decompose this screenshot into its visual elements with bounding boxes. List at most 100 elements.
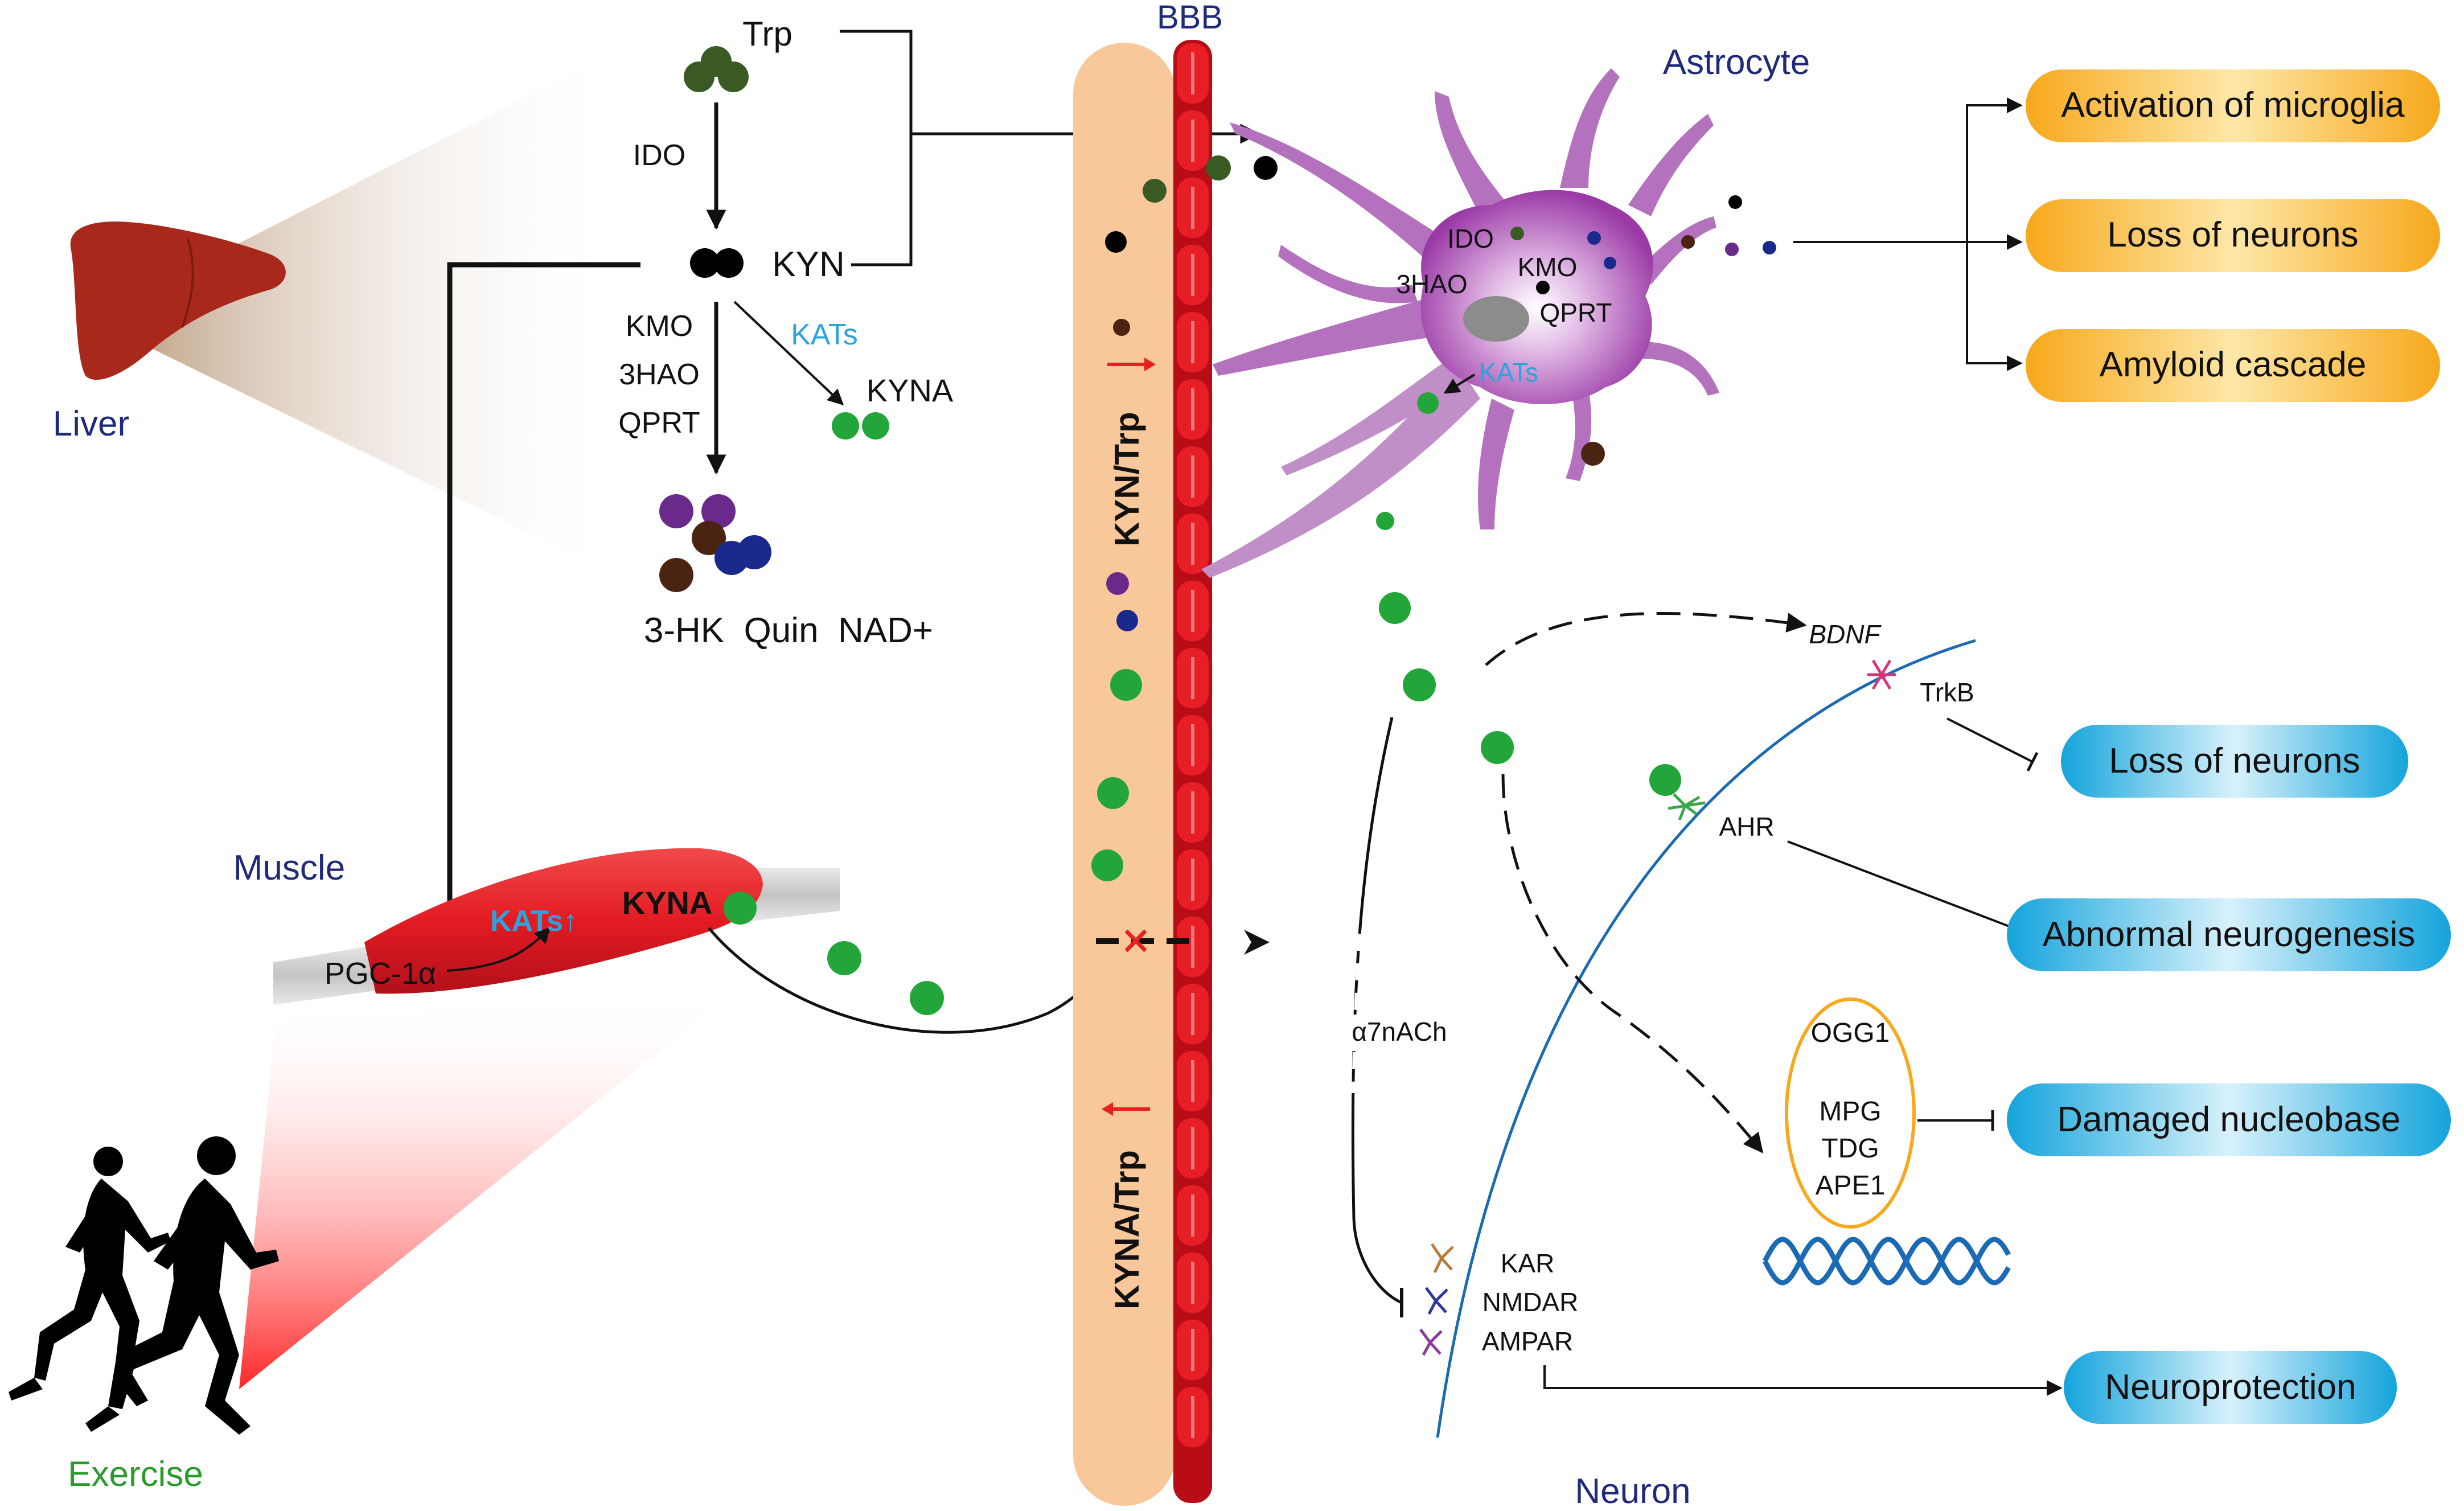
kar-label: KAR xyxy=(1501,1249,1555,1278)
astrocyte-group: Astrocyte IDO KMO 3HAO QPRT KATs xyxy=(1201,43,2023,578)
product-molecules-icon xyxy=(659,494,771,592)
ahr-label: AHR xyxy=(1719,812,1774,841)
kyna-to-repair-arrow xyxy=(1501,774,1764,1153)
kmo-label: KMO xyxy=(626,310,693,343)
secreted-kyn-dot xyxy=(1728,195,1742,209)
trp-label: Trp xyxy=(742,15,792,53)
secreted-hk-dot xyxy=(1681,235,1695,249)
brain-kyna-dot xyxy=(1376,512,1394,530)
ampar-label: AMPAR xyxy=(1482,1327,1573,1356)
astro-kats-label: KATs xyxy=(1479,358,1538,387)
a7nach-label: α7nACh xyxy=(1352,1017,1447,1046)
astro-nad-dot xyxy=(1604,257,1616,269)
kyna-dot xyxy=(1110,669,1142,701)
neuron-membrane xyxy=(1436,639,1976,1438)
repair-mpg: MPG xyxy=(1819,1097,1881,1127)
muscle-kyna-dot xyxy=(724,892,757,925)
bbb-cross-arrowhead xyxy=(1244,930,1270,955)
receptor-icon xyxy=(1430,1243,1454,1274)
outcome-box-neuron-loss xyxy=(2026,199,2440,272)
secreted-nad-dot xyxy=(1763,241,1776,254)
runners-icon xyxy=(9,1136,279,1435)
kyna-to-bdnf-arrow xyxy=(1485,611,1807,666)
kyna-trp-ratio-label: KYNA/Trp xyxy=(1108,1150,1146,1309)
outcome-text-neuron-loss-2: Loss of neurons xyxy=(2109,741,2360,781)
outcome-text-amyloid: Amyloid cascade xyxy=(2100,345,2367,384)
outcome-text-nucleobase: Damaged nucleobase xyxy=(2057,1100,2400,1139)
nad-dot xyxy=(1116,610,1138,631)
outcome-box-nucleobase xyxy=(2007,1083,2451,1156)
repair-ape1: APE1 xyxy=(1816,1171,1886,1201)
outcome-text-neuroprotection: Neuroprotection xyxy=(2105,1368,2356,1407)
astrocyte-icon xyxy=(1201,68,1719,578)
bbb-label: BBB xyxy=(1157,0,1223,36)
outcome-text-neurogenesis: Abnormal neurogenesis xyxy=(2043,915,2416,954)
trp-dot xyxy=(1206,155,1231,180)
astro-kmo-label: KMO xyxy=(1518,252,1578,282)
brain-kyna-dot xyxy=(1379,592,1411,624)
repair-tdg: TDG xyxy=(1821,1134,1879,1164)
astro-ido-label: IDO xyxy=(1447,224,1494,253)
neuron-group: BDNF TrkB AHR α7nACh xyxy=(1329,512,2063,1511)
kyn-dot xyxy=(1254,156,1278,180)
ido-label: IDO xyxy=(633,139,685,172)
kyna-molecule-icon xyxy=(832,412,889,440)
kyn-trp-up-arrowhead xyxy=(1144,358,1156,371)
outcome-text-neuron-loss: Loss of neurons xyxy=(2107,215,2358,254)
exercise-beam xyxy=(239,991,734,1389)
dna-strand-b xyxy=(1763,1237,2011,1286)
kyn-dot xyxy=(1105,231,1127,253)
blocked-x-icon xyxy=(1124,929,1147,952)
outcome-box-neuron-loss-2 xyxy=(2061,725,2408,798)
receptor-icon xyxy=(1424,1287,1448,1315)
pgc-label: PGC-1α xyxy=(325,956,436,991)
astro-nad-dot xyxy=(1587,231,1601,245)
muscle-kyna-label: KYNA xyxy=(622,885,713,921)
dna-strand-a xyxy=(1763,1237,2011,1286)
blood-vessel-icon xyxy=(1173,40,1212,1503)
liver-icon xyxy=(70,221,286,380)
exercise-group: Exercise xyxy=(9,991,734,1494)
kyna-dot xyxy=(910,981,944,1015)
repair-enzyme-oval xyxy=(1785,997,1916,1229)
bdnf-label: BDNF xyxy=(1809,619,1882,649)
kyn-to-kyna-arrow xyxy=(733,301,844,405)
kats-label: KATs xyxy=(791,318,858,351)
kyn-molecule-icon xyxy=(690,248,744,278)
neuron-label: Neuron xyxy=(1575,1472,1690,1511)
liver-pathway: Trp IDO KYN KMO 3HAO QPRT KATs KYNA xyxy=(447,15,1260,918)
kyna-label: KYNA xyxy=(866,372,954,408)
muscle-label: Muscle xyxy=(233,848,345,888)
liver-label: Liver xyxy=(53,404,129,444)
kyna-trp-up-arrowhead xyxy=(1102,1102,1113,1116)
liver-group: Liver xyxy=(53,51,615,575)
quin-dot xyxy=(1106,572,1129,595)
blue-outcomes: Loss of neurons Abnormal neurogenesis Da… xyxy=(2007,725,2451,1424)
bbb-band xyxy=(1073,43,1176,1506)
brain-kyna-dot xyxy=(1649,764,1681,796)
bbb-group: BBB KYN/Trp KYNA/Trp xyxy=(1073,0,1278,1506)
kyna-dot xyxy=(827,941,861,975)
outcome-box-neurogenesis xyxy=(2007,898,2451,971)
astro-kyn-dot xyxy=(1536,281,1550,294)
trp-bracket-line xyxy=(840,30,913,266)
kyna-dot xyxy=(1091,849,1123,881)
outcome-box-neuroprotection xyxy=(2064,1351,2397,1424)
receptor-to-neuroprotection-arrow xyxy=(1543,1365,2063,1396)
trkb-inhibit-line xyxy=(1946,717,2039,772)
ahr-inhibit-line xyxy=(1787,840,2036,945)
secreted-quin-dot xyxy=(1725,243,1739,256)
astro-3hao-label: 3HAO xyxy=(1396,269,1467,299)
astro-fork-line xyxy=(1966,104,2021,364)
muscle-icon xyxy=(273,848,840,1005)
kyn-label: KYN xyxy=(772,245,844,284)
outcome-box-amyloid xyxy=(2026,329,2440,402)
qprt-label: QPRT xyxy=(618,407,700,440)
liver-beam xyxy=(91,51,615,575)
kyna-dot xyxy=(1097,777,1129,809)
receptor-icon xyxy=(1668,793,1706,820)
hao3-label: 3HAO xyxy=(619,358,700,391)
orange-outcomes: Activation of microglia Loss of neurons … xyxy=(2026,69,2440,402)
nmdar-label: NMDAR xyxy=(1482,1287,1579,1317)
